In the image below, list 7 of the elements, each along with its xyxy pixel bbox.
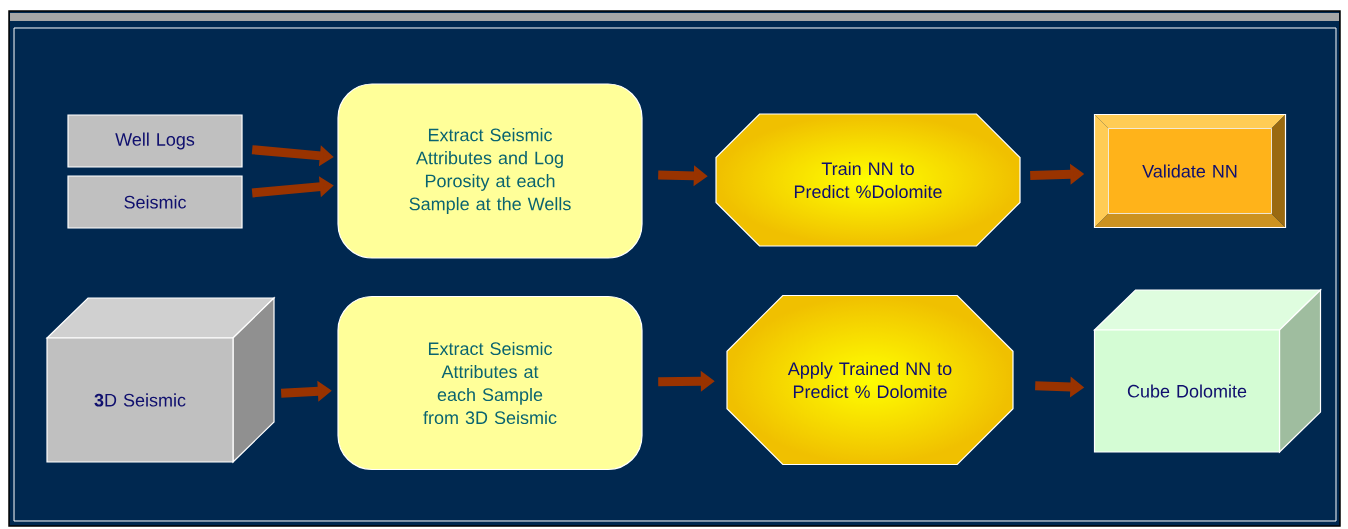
- input-box: Well Logs: [67, 114, 243, 168]
- process-box: Extract Seismic Attributes at each Sample from 3D Seismic: [337, 295, 643, 471]
- octagon-box: Apply Trained NN to Predict % Dolomite: [726, 294, 1014, 466]
- beveled-box: Validate NN: [1093, 113, 1287, 229]
- input-box: Seismic: [67, 175, 243, 229]
- process-box: Extract Seismic Attributes and Log Porosity at each Sample at the Wells: [337, 83, 643, 259]
- octagon-box: Train NN to Predict %Dolomite: [715, 113, 1021, 247]
